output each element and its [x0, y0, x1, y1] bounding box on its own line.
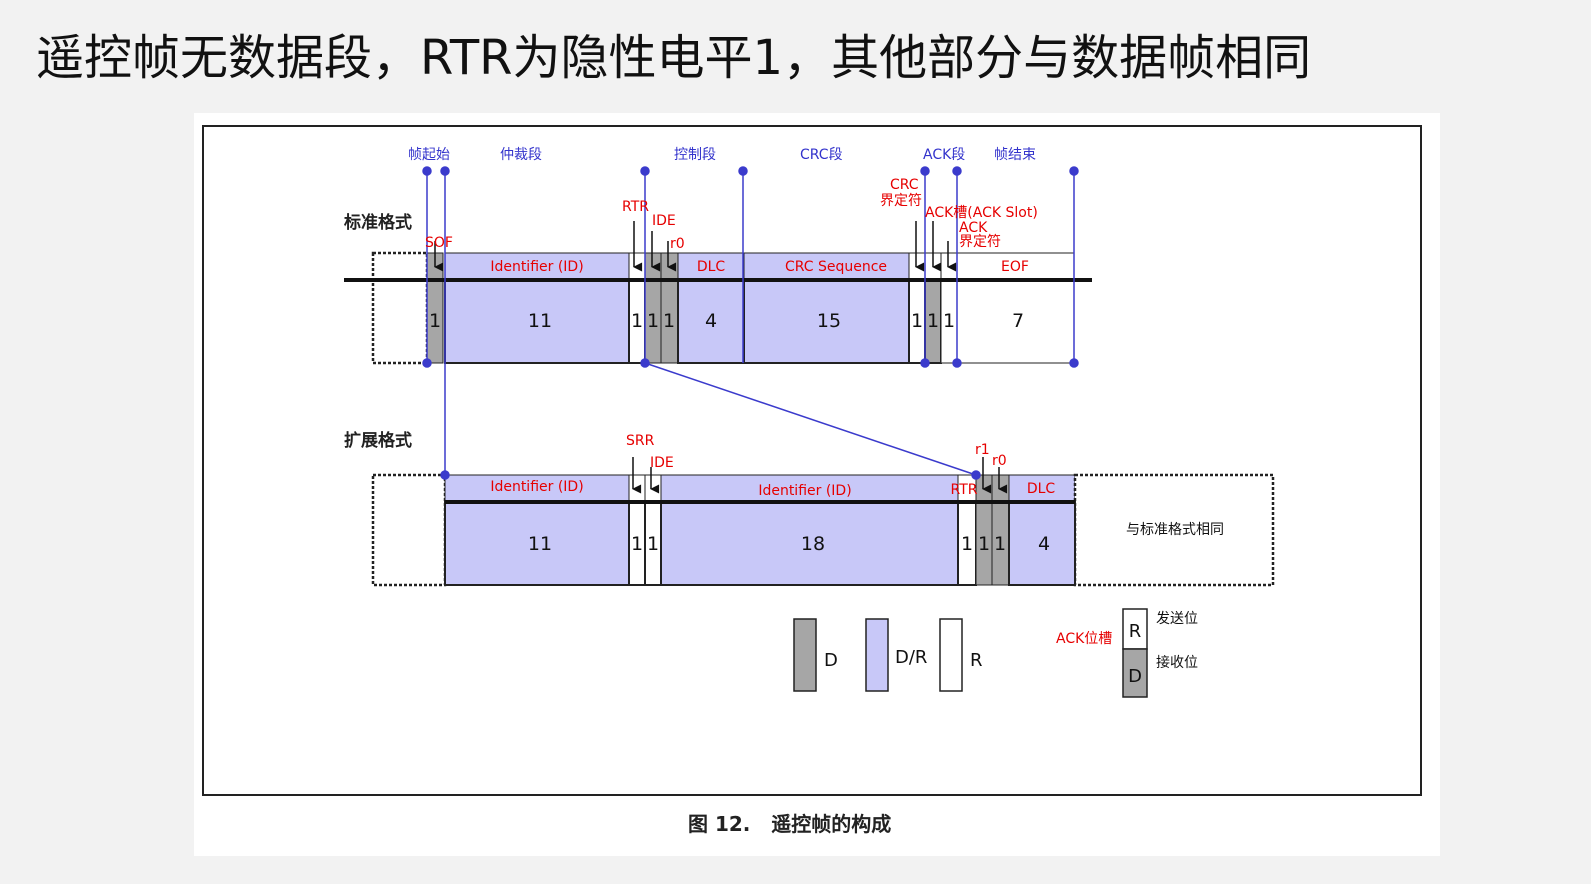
ext-dlc-header	[1008, 474, 1076, 503]
legend-ack-r-text: R	[1129, 621, 1142, 642]
ext-id2-cell	[660, 501, 959, 586]
remote-frame-diagram: 帧起始 仲裁段 控制段 CRC段 ACK段 帧结束 标准格式 扩展格式 SOF …	[202, 125, 1422, 836]
std-crc-bits: 15	[817, 310, 841, 332]
std-id-field: Identifier (ID)	[490, 259, 583, 275]
ext-id1-bits: 11	[528, 533, 552, 555]
std-idle-box	[371, 251, 429, 365]
segment-lines	[422, 166, 1079, 480]
std-eof-field: EOF	[1001, 259, 1029, 275]
std-r0-cell	[660, 252, 679, 364]
std-rtr-bits: 1	[631, 310, 643, 332]
std-eof-cell	[956, 279, 1075, 364]
std-eof-bits: 7	[1012, 310, 1024, 332]
std-dlc-field: DLC	[697, 259, 726, 275]
std-id-bits: 11	[528, 310, 552, 332]
legend-d-swatch	[793, 618, 817, 692]
ext-id2-bits: 18	[801, 533, 825, 555]
row-label-extended: 扩展格式	[344, 430, 412, 451]
std-crc-delim-label-2: 界定符	[880, 193, 922, 209]
ext-dlc-field: DLC	[1027, 481, 1056, 497]
legend-r-label: R	[970, 650, 983, 671]
ext-rest-text: 与标准格式相同	[1126, 522, 1224, 538]
ext-r0-bits: 1	[994, 533, 1006, 555]
legend-r-swatch	[939, 618, 963, 692]
std-ide-cell	[644, 252, 662, 364]
legend-dr-swatch	[865, 618, 889, 692]
pointer-arrows	[434, 221, 1008, 494]
ext-r1-bits: 1	[978, 533, 990, 555]
std-id-cell	[444, 279, 630, 364]
legend-recv-label: 接收位	[1156, 654, 1198, 671]
label-arb-seg: 仲裁段	[500, 147, 542, 163]
std-dlc-bits: 4	[705, 310, 717, 332]
legend-send-label: 发送位	[1156, 611, 1198, 627]
ext-id1-field: Identifier (ID)	[490, 479, 583, 495]
ext-rest-box	[1073, 473, 1275, 587]
legend-ack-r-box	[1122, 608, 1148, 650]
std-ack-delim-label-1: ACK	[959, 220, 988, 236]
ext-srr-label: SRR	[626, 433, 655, 449]
legend-ack-d-text: D	[1128, 666, 1142, 687]
label-ack-seg: ACK段	[923, 147, 965, 163]
ext-dlc-bits: 4	[1038, 533, 1050, 555]
std-ack-bits: 1	[927, 310, 939, 332]
ext-idle-box	[371, 473, 447, 587]
label-eof-seg: 帧结束	[994, 147, 1036, 163]
ext-id2-header	[660, 474, 959, 503]
legend: D D/R R ACK位槽 R D 发送位 接收位	[793, 608, 1198, 698]
figure-border	[202, 125, 1422, 796]
row-label-standard: 标准格式	[344, 212, 412, 233]
label-ctrl-seg: 控制段	[674, 147, 716, 163]
legend-ack-pos-label: ACK位槽	[1056, 631, 1112, 647]
ext-id1-header	[444, 474, 630, 503]
extended-frame-row	[371, 473, 1275, 587]
ext-r0-label: r0	[992, 453, 1007, 469]
std-crc-field: CRC Sequence	[785, 259, 887, 275]
legend-ack-d-box	[1122, 648, 1148, 698]
label-crc-seg: CRC段	[800, 147, 843, 163]
std-ack-delim-bits: 1	[943, 310, 955, 332]
std-sof-label: SOF	[425, 235, 453, 251]
legend-dr-label: D/R	[895, 647, 927, 668]
ext-r1-label: r1	[975, 442, 990, 458]
std-r0-bits: 1	[663, 310, 675, 332]
std-crc-delim-label-1: CRC	[890, 177, 919, 193]
std-ack-slot-label: ACK槽(ACK Slot)	[925, 205, 1038, 221]
ext-id2-field: Identifier (ID)	[758, 483, 851, 499]
ext-id1-cell	[444, 501, 630, 586]
ext-srr-bits: 1	[631, 533, 643, 555]
std-ide-bits: 1	[647, 310, 659, 332]
ext-ide-label: IDE	[650, 455, 674, 471]
slide-title: 遥控帧无数据段，RTR为隐性电平1，其他部分与数据帧相同	[36, 30, 1312, 86]
legend-d-label: D	[824, 650, 838, 671]
ext-r1-cell	[975, 474, 993, 586]
ext-r0-cell	[991, 474, 1010, 586]
std-sof-cell	[426, 252, 444, 364]
ext-dlc-cell	[1008, 501, 1076, 586]
std-crc-delim-bits: 1	[911, 310, 923, 332]
label-sof-seg: 帧起始	[408, 147, 450, 163]
std-ide-label: IDE	[652, 213, 676, 229]
ext-ide-bits: 1	[647, 533, 659, 555]
std-rtr-label: RTR	[622, 199, 649, 215]
figure-caption: 图 12. 遥控帧的构成	[688, 812, 891, 836]
std-ack-delim-label-2: 界定符	[959, 234, 1001, 250]
ext-rtr-bits: 1	[961, 533, 973, 555]
std-r0-label: r0	[670, 236, 685, 252]
std-sof-bits: 1	[429, 310, 441, 332]
ext-rtr-label: RTR	[951, 482, 978, 498]
figure-panel: 帧起始 仲裁段 控制段 CRC段 ACK段 帧结束 标准格式 扩展格式 SOF …	[194, 113, 1440, 856]
